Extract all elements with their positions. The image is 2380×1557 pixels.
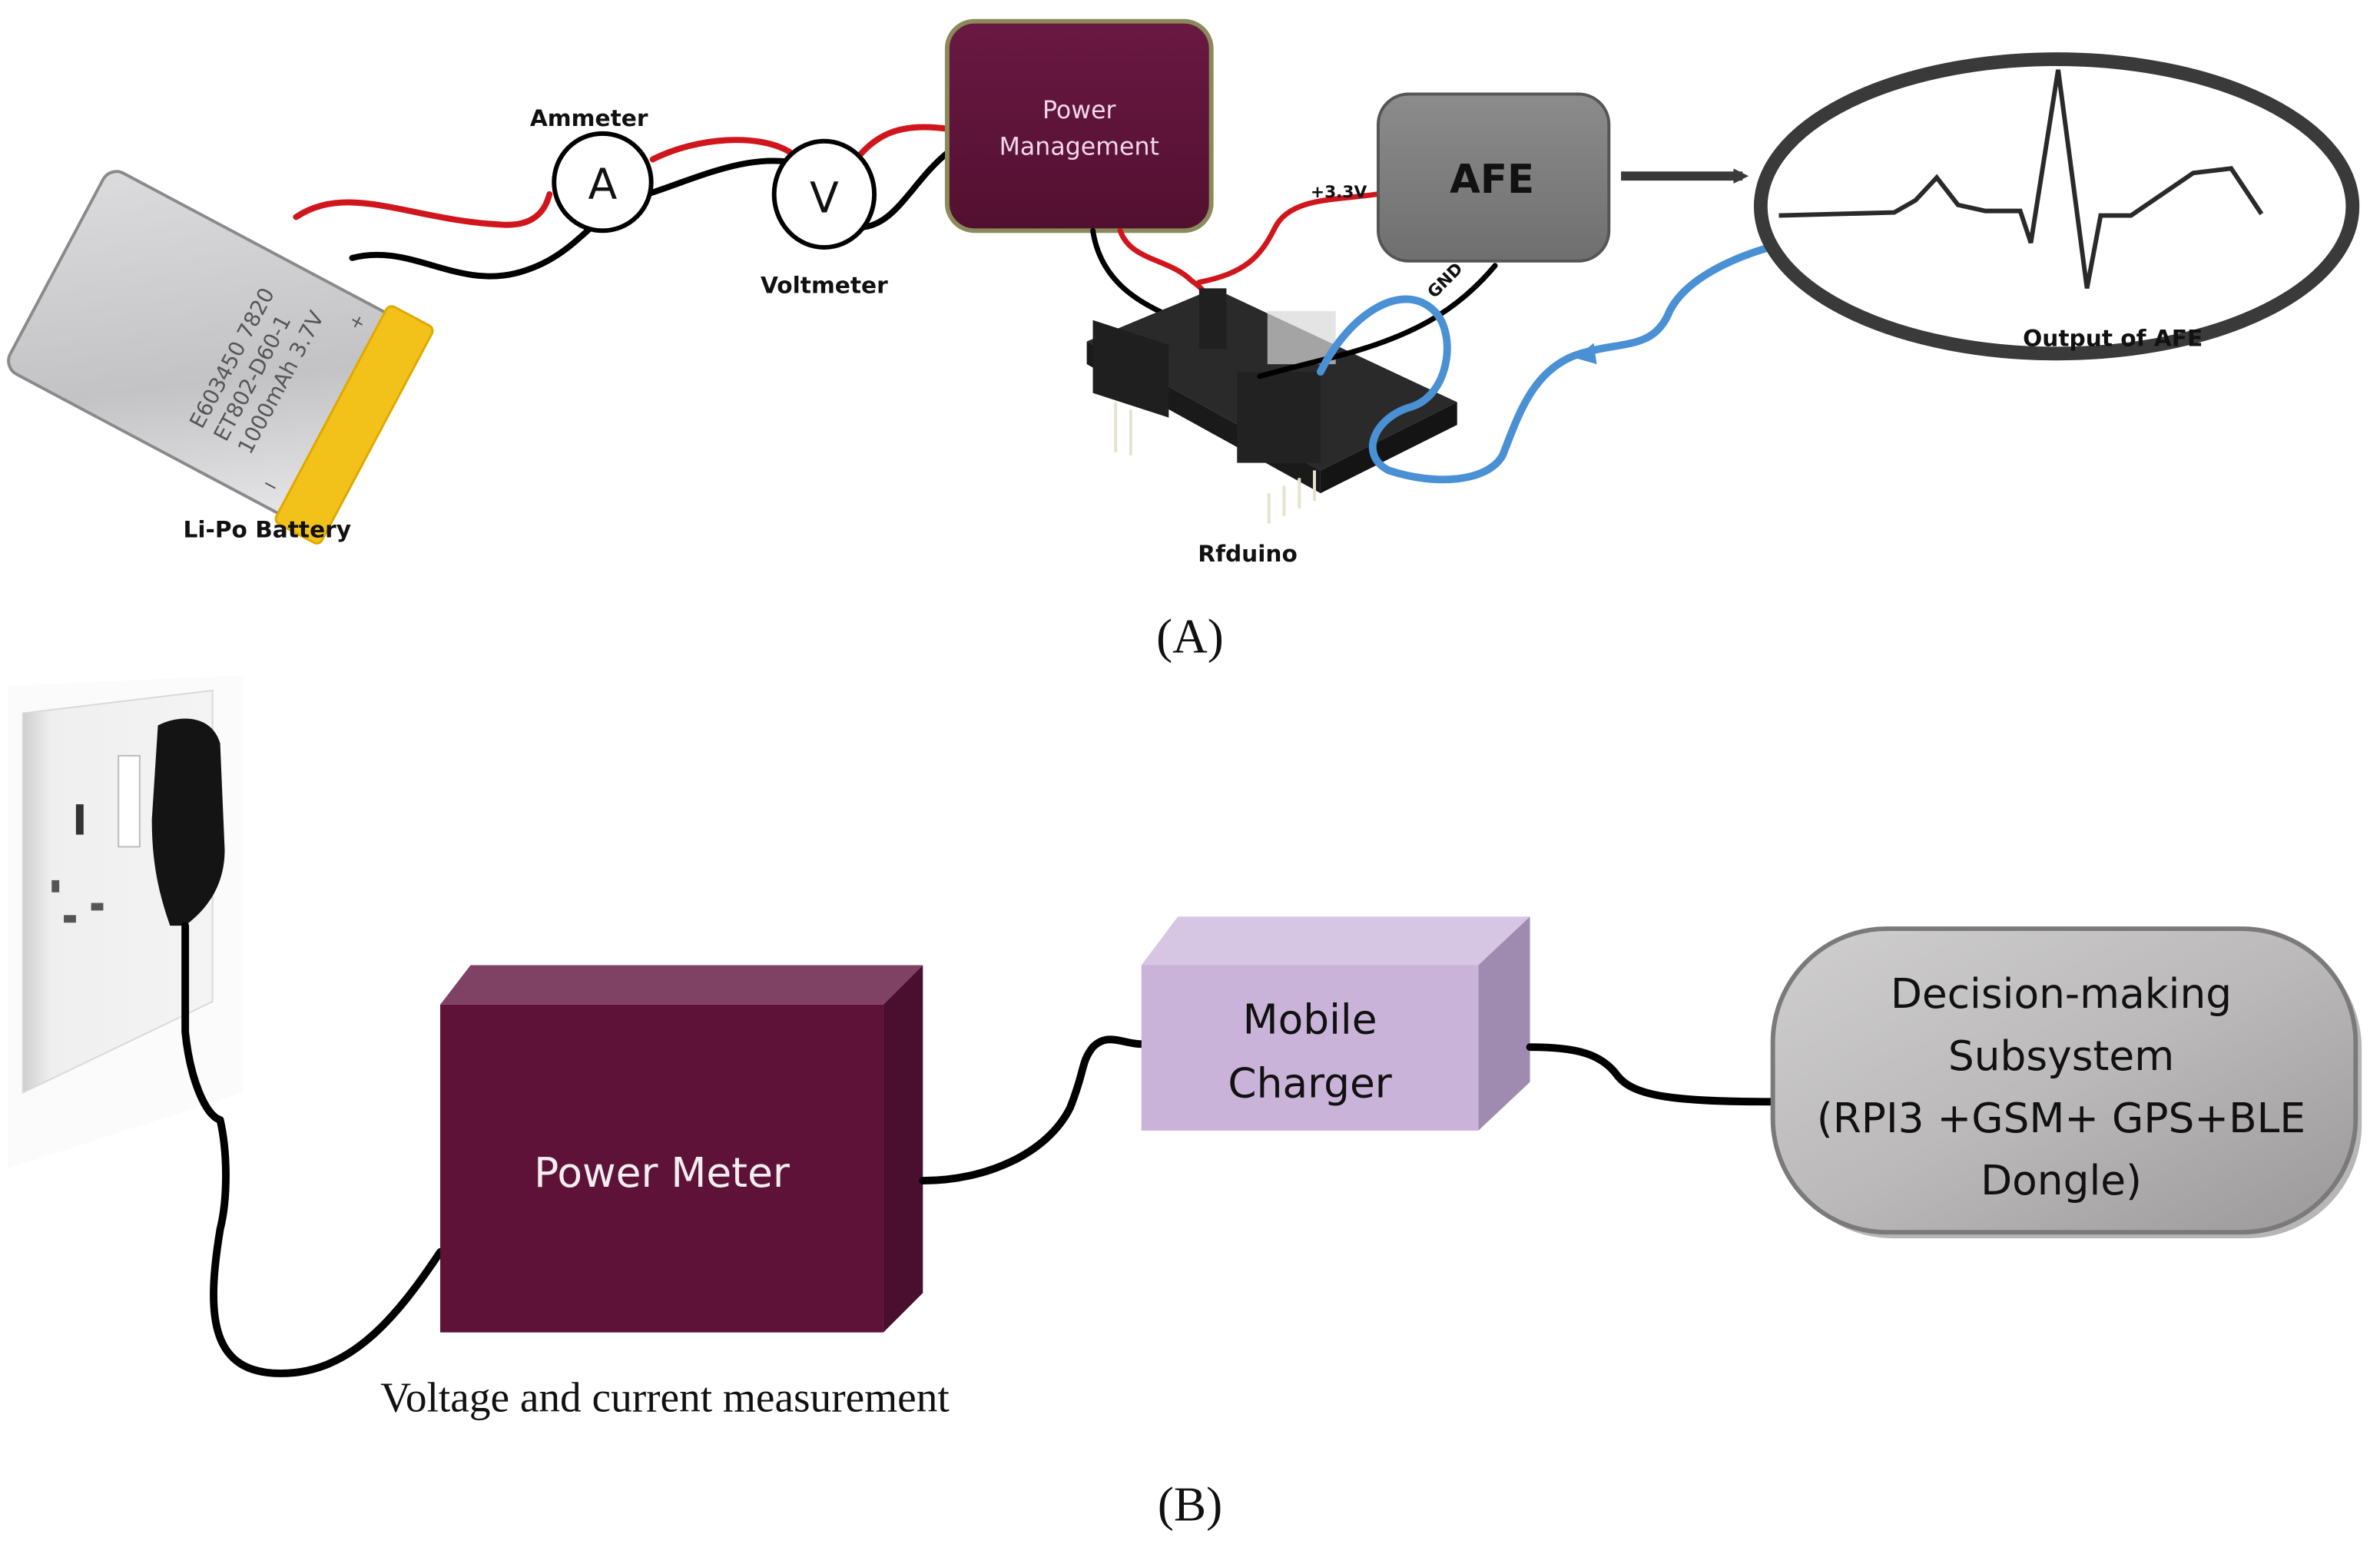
power-management-block: Power Management [944,18,1214,234]
afe-supply-label: +3.3V [1311,183,1367,202]
decision-subsystem-block: Decision-making Subsystem (RPI3 +GSM+ GP… [1770,926,2362,1239]
power-meter-front-face [440,1004,883,1333]
voltmeter-symbol: V [810,174,839,224]
decision-box [1770,926,2358,1235]
afe-output-label: Output of AFE [2023,324,2203,351]
lipo-battery: E603450 7820 ET802-D60-1 1000mAh 3.7V + … [7,170,434,545]
afe-output-waveform [1753,52,2360,361]
ammeter: A [552,131,654,234]
wire-battery-positive [293,190,553,228]
charger-label-line1: Mobile [1243,995,1377,1043]
signal-direction-arrow-icon [1575,343,1597,365]
afe-ground-label: GND [1424,260,1467,303]
panel-b-caption: (B) [1158,1478,1222,1532]
panel-a-caption-text: (A) [1156,610,1224,664]
rfduino-header-front [1237,372,1321,463]
wire-afe-ground [1257,263,1498,379]
cable-meter-to-charger [919,1035,1145,1184]
outlet-neutral-slot [64,915,76,923]
wall-outlet [7,675,244,1169]
decision-label-line2: Subsystem [1948,1032,2174,1080]
rfduino-pcb-edge-right [1320,402,1457,494]
rfduino-header-back [1198,288,1227,349]
measurement-note: Voltage and current measurement [380,1373,950,1420]
panel-a: E603450 7820 ET802-D60-1 1000mAh 3.7V + … [7,18,2360,664]
rfduino-board [1086,288,1457,524]
power-management-line1: Power [1042,97,1116,124]
charger-label-line2: Charger [1228,1058,1391,1107]
outlet-live-slot [51,880,60,893]
wire-battery-negative [349,157,823,280]
panel-a-caption: (A) [1156,610,1224,664]
afe-block: AFE [1377,92,1611,263]
rfduino-label: Rfduino [1198,540,1298,567]
afe-box [1377,92,1611,263]
charger-front-face [1141,965,1479,1131]
voltmeter-label: Voltmeter [761,271,888,298]
wire-signal-feedback [1316,236,1803,484]
decision-label-line3: (RPI3 +GSM+ GPS+BLE [1817,1094,2305,1142]
afe-label: AFE [1450,157,1534,203]
ecg-trace-icon [1778,69,2264,289]
power-meter-top-face [440,965,923,1005]
voltmeter-circle [771,138,877,250]
charger-top-face [1141,916,1530,966]
outlet-slot-3 [91,903,104,911]
ammeter-symbol: A [588,161,618,210]
ammeter-circle [552,131,654,234]
wire-ammeter-red [649,137,793,163]
power-management-line2: Management [999,134,1159,161]
cable-outlet-to-meter [181,922,444,1377]
battery-label: Li-Po Battery [184,515,352,542]
wire-voltmeter-black [854,148,952,231]
ammeter-label: Ammeter [530,104,648,131]
power-meter-side-face [883,965,923,1333]
output-ellipse [1753,52,2360,361]
rfduino-pins [1114,402,1316,524]
voltmeter: V [771,138,877,250]
charger-side-face [1478,916,1530,1131]
panel-b: Power Meter Voltage and current measurem… [7,675,2362,1532]
outlet-earth-slot [75,804,84,835]
battery-tape [274,305,434,545]
mobile-charger-block: Mobile Charger [1141,916,1530,1131]
cable-charger-to-decision [1526,1043,1777,1106]
power-meter-label: Power Meter [534,1148,790,1197]
rfduino-header-left [1092,320,1169,418]
decision-label-line4: Dongle) [1981,1156,2142,1204]
decision-label-line1: Decision-making [1891,969,2232,1018]
rfduino-module-chip [1267,311,1336,365]
power-management-box [944,18,1214,234]
wire-supply-afe [1196,191,1380,285]
power-meter-block: Power Meter [440,965,923,1333]
charger-plug-icon [151,718,225,926]
outlet-switch[interactable] [118,754,141,848]
panel-b-caption-text: (B) [1158,1478,1222,1532]
